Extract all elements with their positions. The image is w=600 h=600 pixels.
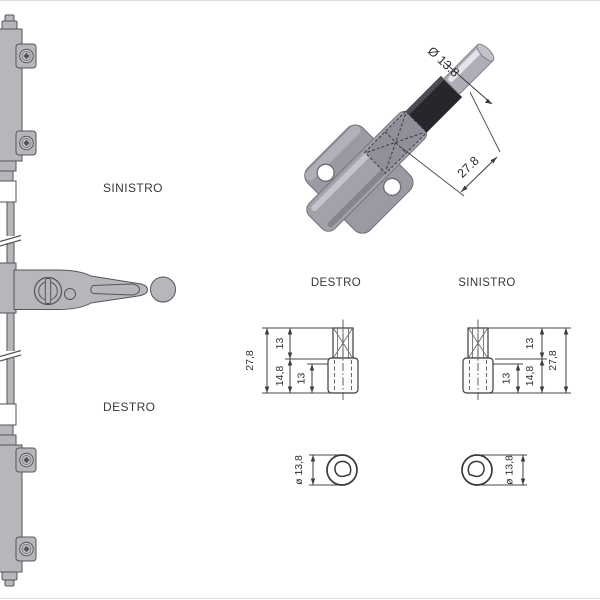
upper-rod: [6, 201, 15, 265]
top-border-line: [0, 0, 600, 1]
break-symbol: [0, 349, 22, 362]
flange-hole: [382, 177, 402, 197]
flange-hole: [316, 163, 335, 182]
dim-label-inner: 13: [501, 373, 513, 385]
step-block: [0, 424, 14, 436]
dim-total-line: [264, 328, 270, 393]
dim-label-length: 27.8: [455, 154, 482, 181]
dim-label-diameter: Ø 13.8: [425, 44, 462, 80]
bottom-end-cap: [1, 571, 18, 587]
guide-sleeve: [0, 180, 17, 203]
dim-label-inner: 13: [296, 373, 308, 385]
guide-sleeve: [0, 403, 17, 426]
handle-arm-detail: [90, 283, 141, 296]
sinistro-drawing: 13 14,8 13 27,8 ø 13,8: [461, 319, 571, 486]
bottom-border-line: [0, 598, 600, 599]
product-photo-view: Ø 13.8 27.8: [304, 43, 501, 234]
mount-bracket: [15, 130, 37, 156]
step-block: [0, 170, 14, 182]
mount-bracket: [15, 536, 37, 562]
dim-label-top: 13: [524, 338, 536, 350]
adapter-part-sinistro: [462, 319, 494, 402]
step-block: [0, 434, 17, 446]
dark-band: [405, 75, 463, 133]
dim-label-top: 13: [274, 338, 286, 350]
top-end-cap: [1, 14, 18, 31]
handle-pin: [64, 288, 76, 300]
label-sinistro-left: SINISTRO: [103, 181, 163, 195]
step-block: [0, 160, 17, 172]
handle-ring: [33, 276, 63, 306]
dim-label-circle: ø 13,8: [504, 455, 516, 485]
espagnolette-side-view: [0, 14, 176, 587]
dim-split-line: [539, 328, 545, 393]
header-destro: DESTRO: [310, 277, 362, 289]
mount-bracket: [15, 43, 37, 69]
cremone-handle: [13, 269, 176, 310]
end-view-sinistro: ø 13,8: [461, 454, 527, 486]
dim-total-line: [563, 328, 569, 393]
handle-knob: [150, 276, 176, 303]
dim-label-total: 27,8: [244, 350, 256, 371]
dim-label-total: 27,8: [547, 350, 559, 371]
dim-inner-line: [515, 364, 521, 393]
adapter-part-destro: [327, 319, 359, 402]
header-sinistro: SINISTRO: [458, 277, 516, 289]
dim-label-bottom: 14,8: [524, 366, 536, 387]
cam-hole: [467, 460, 485, 478]
break-symbol: [0, 234, 22, 247]
dim-split-line: [287, 328, 293, 393]
dim-label-circle: ø 13,8: [293, 455, 305, 485]
adapter-3d-body: [304, 43, 495, 234]
dim-inner-line: [309, 364, 315, 393]
label-destro-left: DESTRO: [103, 400, 156, 414]
mount-bracket: [15, 447, 37, 473]
end-view-destro: ø 13,8: [293, 454, 358, 486]
dim-label-bottom: 14,8: [274, 366, 286, 387]
destro-drawing: 27,8 13 14,8 13 ø 13,8: [244, 319, 359, 486]
cam-hole: [334, 460, 352, 478]
handle-slot: [44, 278, 52, 304]
